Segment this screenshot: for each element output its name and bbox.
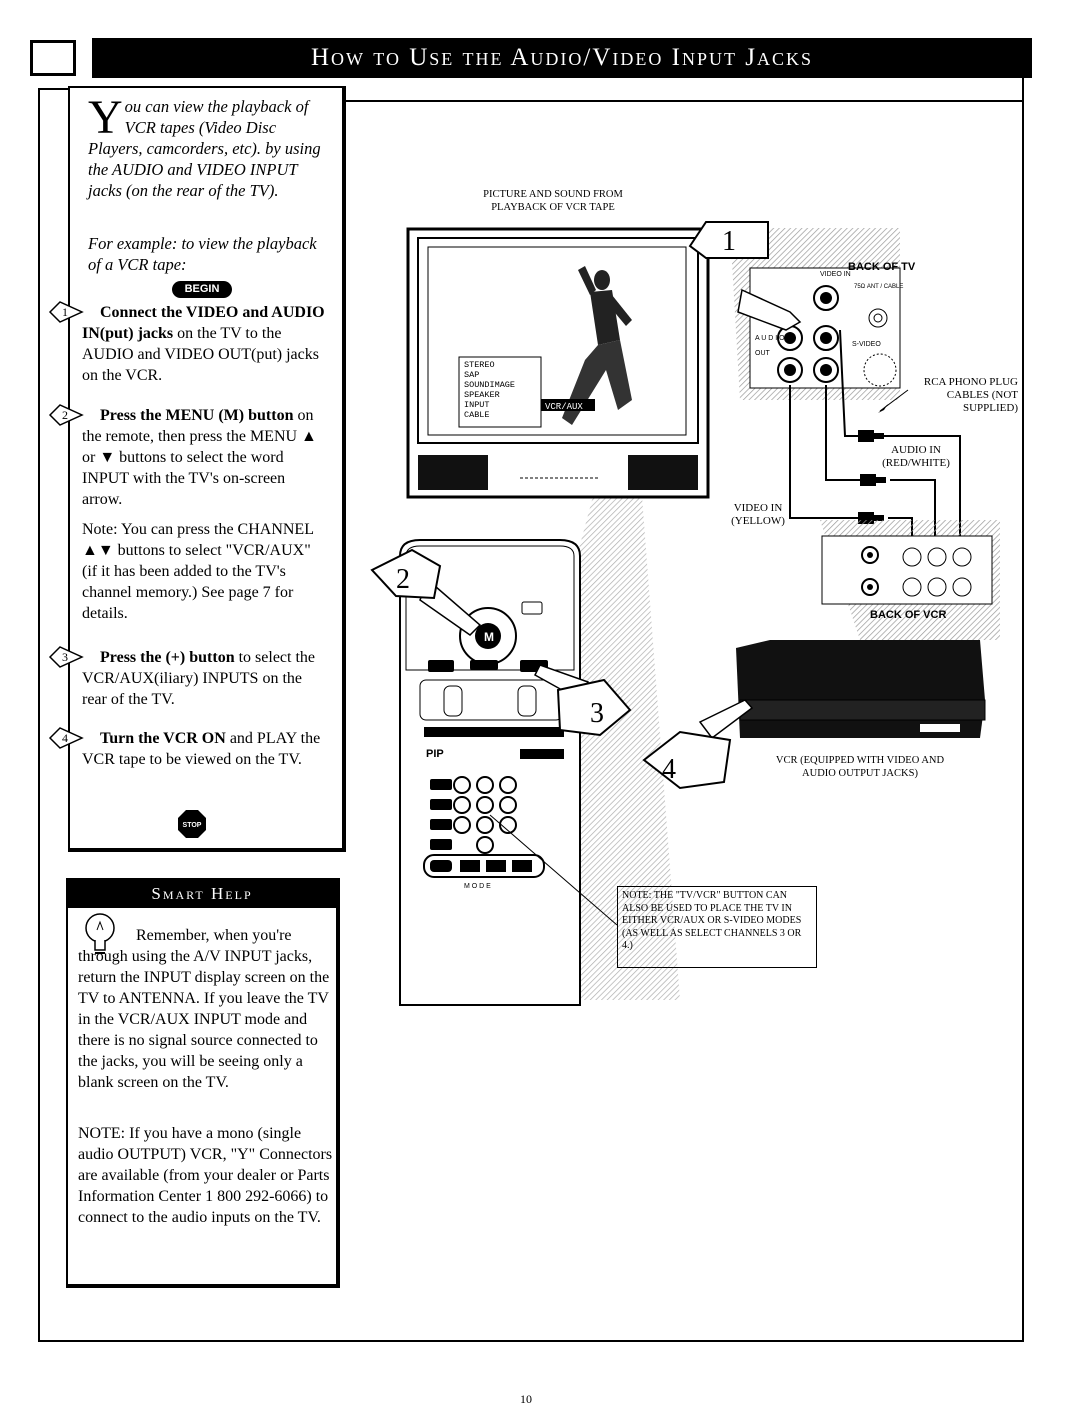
page-title: How to Use the Audio/Video Input Jacks: [311, 44, 813, 71]
svg-text:75Ω ANT / CABLE: 75Ω ANT / CABLE: [854, 284, 903, 290]
step-1: 1 Connect the VIDEO and AUDIO IN(put) ja…: [48, 301, 327, 386]
smart-help-note: NOTE: If you have a mono (single audio O…: [78, 1125, 333, 1226]
svg-text:1: 1: [722, 226, 736, 257]
stop-sign-icon: STOP: [178, 810, 206, 838]
audio-in-label: AUDIO IN (RED/WHITE): [882, 444, 950, 469]
svg-text:3: 3: [62, 650, 68, 664]
frame-right: [1022, 78, 1024, 1342]
svg-text:3: 3: [590, 698, 604, 729]
svg-text:BACK OF TV: BACK OF TV: [848, 261, 916, 273]
smart-help-box: [66, 878, 340, 1288]
svg-text:M: M: [484, 630, 494, 644]
onscreen-menu: [458, 356, 542, 428]
step-2-note: Note: You can press the CHANNEL ▲▼ butto…: [82, 521, 314, 622]
example-text: For example: to view the playback of a V…: [88, 234, 317, 274]
vcr-body: [736, 640, 985, 738]
frame-bottom: [38, 1340, 1023, 1342]
svg-text:VCR/AUX: VCR/AUX: [545, 402, 583, 412]
svg-text:4: 4: [62, 731, 68, 745]
step-1-text: on the TV to the AUDIO and VIDEO OUT(put…: [82, 325, 319, 384]
svg-text:CABLE: CABLE: [464, 410, 490, 420]
svg-text:1: 1: [62, 305, 68, 319]
step-3-diamond-icon: 3: [48, 646, 84, 668]
svg-text:SAP: SAP: [464, 370, 479, 380]
hand-1-icon: [737, 288, 802, 331]
hand-4-icon: [698, 699, 754, 740]
tv-caption: PICTURE AND SOUND FROM PLAYBACK OF VCR T…: [483, 189, 623, 213]
step-4-bold: Turn the VCR ON: [100, 730, 226, 747]
smart-help-text: Remember, when you're through using the …: [78, 927, 330, 1091]
tv-vcr-note: NOTE: THE "TV/VCR" BUTTON CAN ALSO BE US…: [617, 886, 817, 968]
smart-help-title: Smart Help: [151, 884, 253, 903]
svg-text:INPUT: INPUT: [464, 400, 490, 410]
svg-text:SPEAKER: SPEAKER: [464, 390, 500, 400]
step-4-text: and PLAY the VCR tape to be viewed on th…: [82, 730, 321, 768]
step-3-bold: Press the (+) button: [100, 649, 235, 666]
header-checkbox-icon: [30, 40, 76, 76]
svg-text:2: 2: [62, 408, 68, 422]
step-1-diamond-icon: 1: [48, 301, 84, 323]
vcr-caption: VCR (EQUIPPED WITH VIDEO AND AUDIO OUTPU…: [775, 755, 945, 779]
svg-text:STEREO: STEREO: [464, 360, 495, 370]
step-3-text: to select the VCR/AUX(iliary) INPUTS on …: [82, 649, 316, 708]
text-box-left-border: [68, 88, 70, 848]
connection-diagram: STEREO SAP SOUNDIMAGE SPEAKER INPUT CABL…: [370, 221, 1000, 1006]
step-4-diamond-icon: 4: [48, 727, 84, 749]
frame-left-tick: [38, 88, 68, 90]
smart-help-bar: [68, 880, 336, 908]
svg-text:M O D E: M O D E: [464, 883, 491, 890]
lightbulb-icon: [85, 913, 115, 954]
frame-left: [38, 88, 40, 1342]
step-1-bold: Connect the VIDEO and AUDIO IN(put) jack…: [82, 304, 325, 342]
step-2-diamond-icon: 2: [48, 404, 84, 426]
svg-text:A U D I O: A U D I O: [755, 335, 785, 342]
intro-text: ou can view the playback of VCR tapes (V…: [88, 97, 321, 200]
svg-text:4: 4: [662, 754, 676, 785]
text-box-top-border: [68, 86, 346, 88]
svg-text:VIDEO IN: VIDEO IN: [820, 271, 851, 278]
svg-text:STOP: STOP: [183, 822, 202, 829]
step-4: 4 Turn the VCR ON and PLAY the VCR tape …: [48, 727, 327, 770]
header-bar: [92, 38, 1032, 78]
svg-text:S-VIDEO: S-VIDEO: [852, 341, 881, 348]
text-box-bottom-border: [68, 848, 346, 852]
frame-top-right: [345, 100, 1023, 102]
page-number: 10: [520, 1392, 532, 1406]
begin-badge: BEGIN: [172, 281, 232, 298]
text-box-right-border: [342, 86, 346, 852]
svg-text:BACK OF VCR: BACK OF VCR: [870, 609, 946, 621]
step-2: 2 Press the MENU (M) button on the remot…: [48, 404, 327, 510]
step-3: 3 Press the (+) button to select the VCR…: [48, 646, 327, 710]
video-in-label: VIDEO IN (YELLOW): [731, 502, 785, 527]
intro-dropcap: Y: [88, 91, 123, 144]
svg-text:OUT: OUT: [755, 350, 771, 357]
step-2-text: on the remote, then press the MENU ▲ or …: [82, 407, 317, 508]
svg-text:PIP: PIP: [426, 748, 444, 760]
step-2-bold: Press the MENU (M) button: [100, 407, 294, 424]
svg-text:SOUNDIMAGE: SOUNDIMAGE: [464, 380, 515, 390]
rca-label: RCA PHONO PLUG CABLES (NOT SUPPLIED): [923, 376, 1018, 414]
svg-text:2: 2: [396, 564, 410, 595]
